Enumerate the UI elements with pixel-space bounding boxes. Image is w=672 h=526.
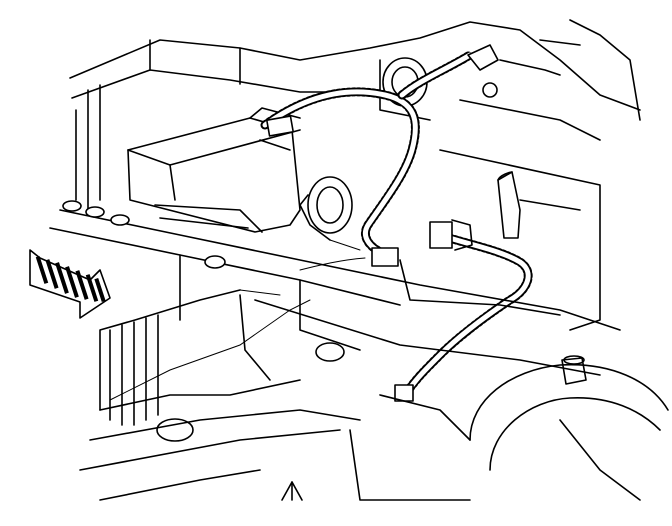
- throttle-body: [299, 176, 353, 241]
- cable-lines: [109, 239, 366, 401]
- cowl-panel: [69, 19, 641, 211]
- frame-rail: [49, 209, 621, 376]
- wheel-well-right: [349, 363, 669, 501]
- fender-inner: [399, 99, 601, 385]
- forward-arrow: [29, 249, 111, 319]
- wiring-harness: [260, 50, 533, 400]
- hose: [497, 171, 521, 239]
- harness-connectors: [265, 44, 499, 402]
- air-cleaner-box: [127, 107, 301, 233]
- mounting-holes: [62, 200, 345, 442]
- alignment-marker: [281, 481, 303, 501]
- wheelhouse: [79, 289, 361, 501]
